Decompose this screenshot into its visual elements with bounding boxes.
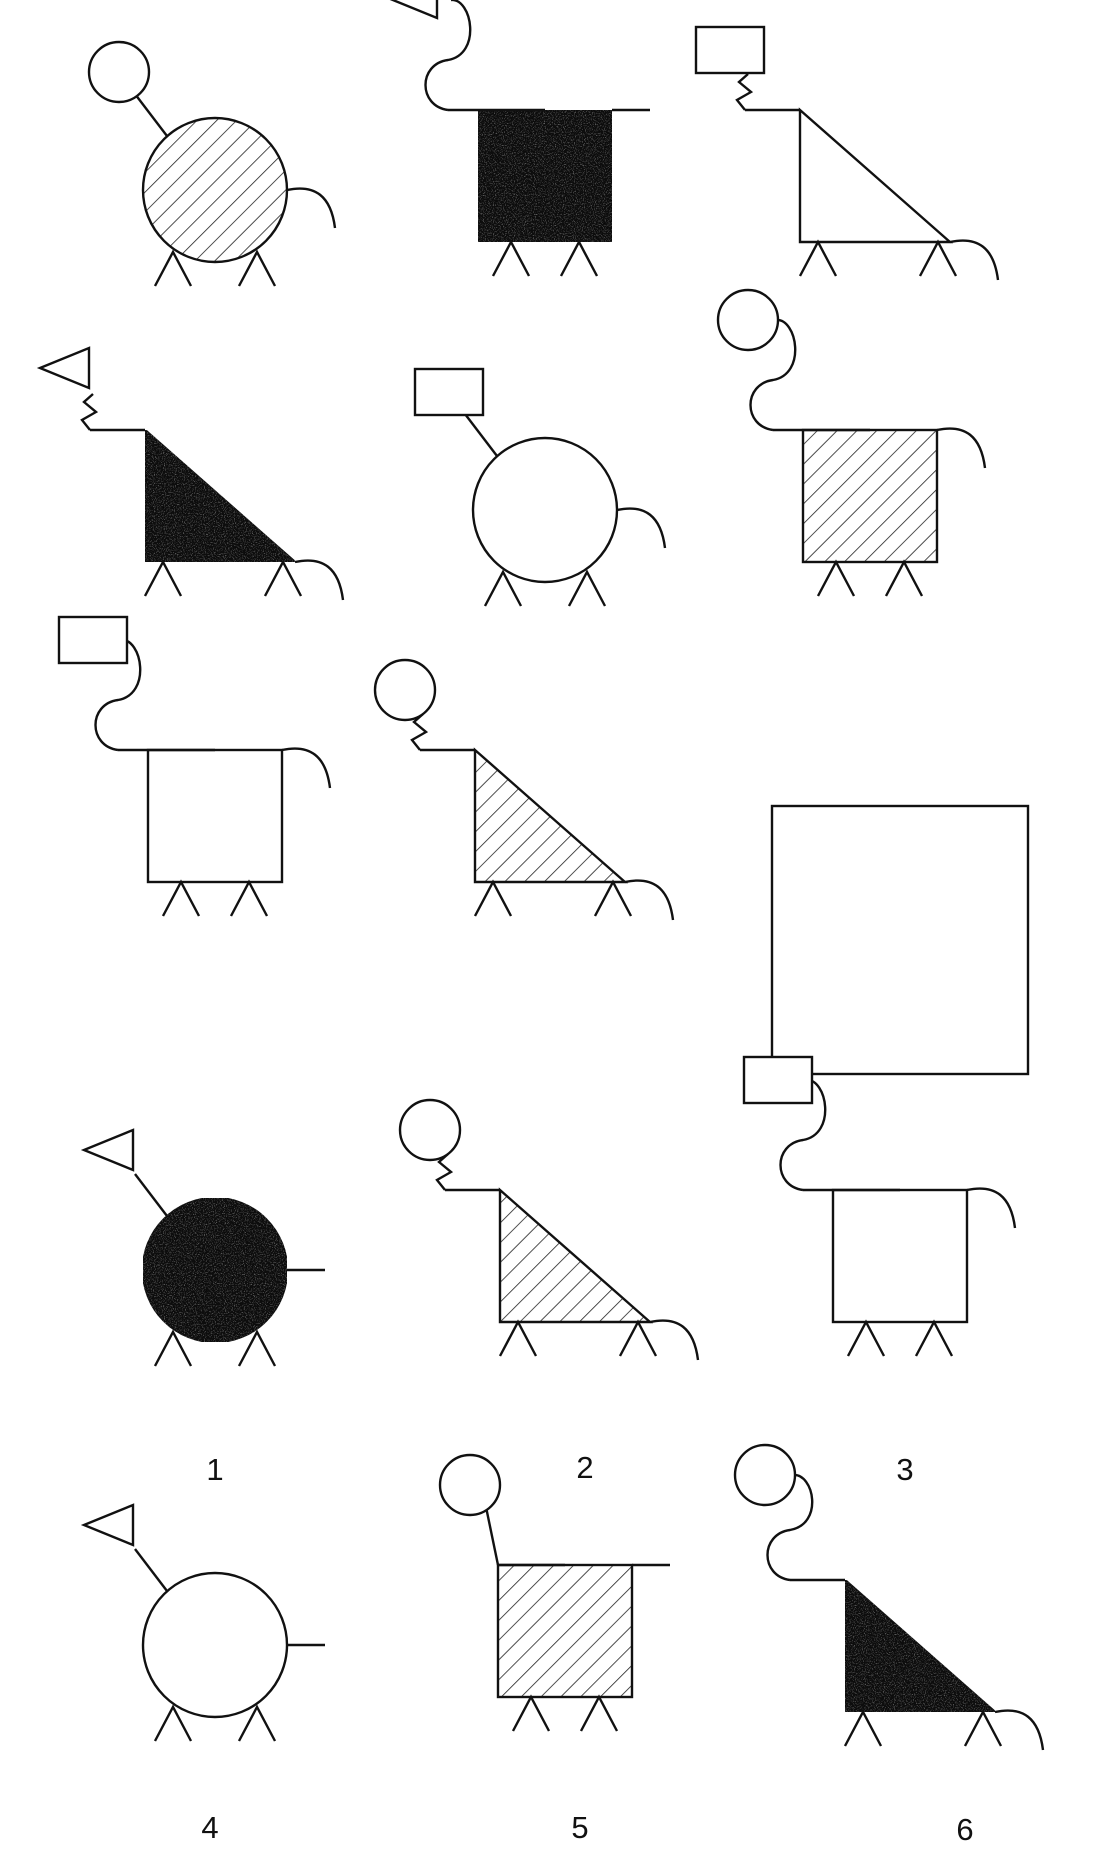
body-square — [833, 1190, 967, 1322]
head-circle-icon — [400, 1100, 460, 1160]
foot-1 — [800, 242, 836, 276]
foot-2 — [920, 242, 956, 276]
missing-cell-box — [772, 806, 1028, 1074]
option-figure-1 — [84, 1130, 325, 1366]
body-circle — [143, 1198, 287, 1342]
option-label-6: 6 — [956, 1812, 973, 1845]
foot-1 — [493, 242, 529, 276]
foot-1 — [155, 252, 191, 286]
body-square — [148, 750, 282, 882]
foot-2 — [620, 1322, 656, 1356]
foot-2 — [916, 1322, 952, 1356]
matrix-cell-r3c2 — [375, 660, 673, 920]
body-square — [478, 110, 612, 242]
foot-1 — [155, 1707, 191, 1741]
foot-1 — [155, 1332, 191, 1366]
foot-2 — [886, 562, 922, 596]
head-circle-icon — [735, 1445, 795, 1505]
foot-2 — [231, 882, 267, 916]
foot-2 — [595, 882, 631, 916]
neck-straight — [135, 1174, 167, 1216]
neck-straight — [135, 1549, 167, 1591]
body-triangle — [800, 110, 950, 242]
matrix-cell-r1c2 — [388, 0, 650, 276]
tail-curl — [995, 1711, 1043, 1750]
neck-straight — [486, 1507, 498, 1565]
foot-2 — [965, 1712, 1001, 1746]
option-figure-4 — [84, 1505, 325, 1741]
tail-curl — [617, 509, 665, 548]
option-figure-2 — [400, 1100, 698, 1360]
body-triangle — [475, 750, 625, 882]
foot-1 — [145, 562, 181, 596]
option-label-4: 4 — [201, 1810, 218, 1845]
body-triangle — [845, 1580, 995, 1712]
body-circle — [473, 438, 617, 582]
tail-curl — [295, 561, 343, 600]
neck-straight — [465, 414, 497, 456]
foot-2 — [265, 562, 301, 596]
foot-1 — [475, 882, 511, 916]
foot-1 — [845, 1712, 881, 1746]
foot-2 — [561, 242, 597, 276]
tail-curl — [967, 1189, 1015, 1228]
foot-1 — [513, 1697, 549, 1731]
body-circle — [143, 1573, 287, 1717]
head-circle-icon — [718, 290, 778, 350]
head-triangle-icon — [40, 348, 89, 388]
matrix-cell-r2c3 — [718, 290, 985, 596]
body-triangle — [145, 430, 295, 562]
option-figure-3 — [744, 1057, 1015, 1356]
body-circle — [143, 118, 287, 262]
foot-1 — [500, 1322, 536, 1356]
foot-2 — [239, 1332, 275, 1366]
matrix-cell-r2c2 — [415, 369, 665, 606]
neck-straight — [135, 94, 167, 136]
option-label-1: 1 — [206, 1452, 223, 1487]
option-figure-5 — [440, 1455, 670, 1731]
foot-2 — [239, 1707, 275, 1741]
option-label-3: 3 — [896, 1452, 913, 1487]
tail-curl — [625, 881, 673, 920]
matrix-cell-r1c3 — [696, 27, 998, 280]
option-label-5: 5 — [571, 1810, 588, 1845]
head-triangle-icon — [84, 1130, 133, 1170]
tail-curl — [282, 749, 330, 788]
matrix-cell-r1c1 — [89, 42, 335, 286]
tail-curl — [287, 189, 335, 228]
tail-curl — [937, 429, 985, 468]
body-square — [803, 430, 937, 562]
matrix-cell-r2c1 — [40, 348, 343, 600]
matrix-cell-r3c1 — [59, 617, 330, 916]
neck-zigzag — [737, 74, 751, 110]
foot-2 — [239, 252, 275, 286]
head-circle-icon — [89, 42, 149, 102]
head-triangle-icon — [84, 1505, 133, 1545]
head-rectangle-icon — [744, 1057, 812, 1103]
body-square — [498, 1565, 632, 1697]
foot-1 — [163, 882, 199, 916]
body-triangle — [500, 1190, 650, 1322]
foot-1 — [818, 562, 854, 596]
head-triangle-icon — [388, 0, 437, 18]
head-circle-icon — [440, 1455, 500, 1515]
foot-2 — [581, 1697, 617, 1731]
head-circle-icon — [375, 660, 435, 720]
foot-1 — [848, 1322, 884, 1356]
head-rectangle-icon — [415, 369, 483, 415]
head-rectangle-icon — [696, 27, 764, 73]
tail-curl — [650, 1321, 698, 1360]
foot-2 — [569, 572, 605, 606]
tail-curl — [950, 241, 998, 280]
foot-1 — [485, 572, 521, 606]
neck-zigzag — [82, 394, 96, 430]
head-rectangle-icon — [59, 617, 127, 663]
option-figure-6 — [735, 1445, 1043, 1750]
option-label-2: 2 — [576, 1450, 593, 1485]
